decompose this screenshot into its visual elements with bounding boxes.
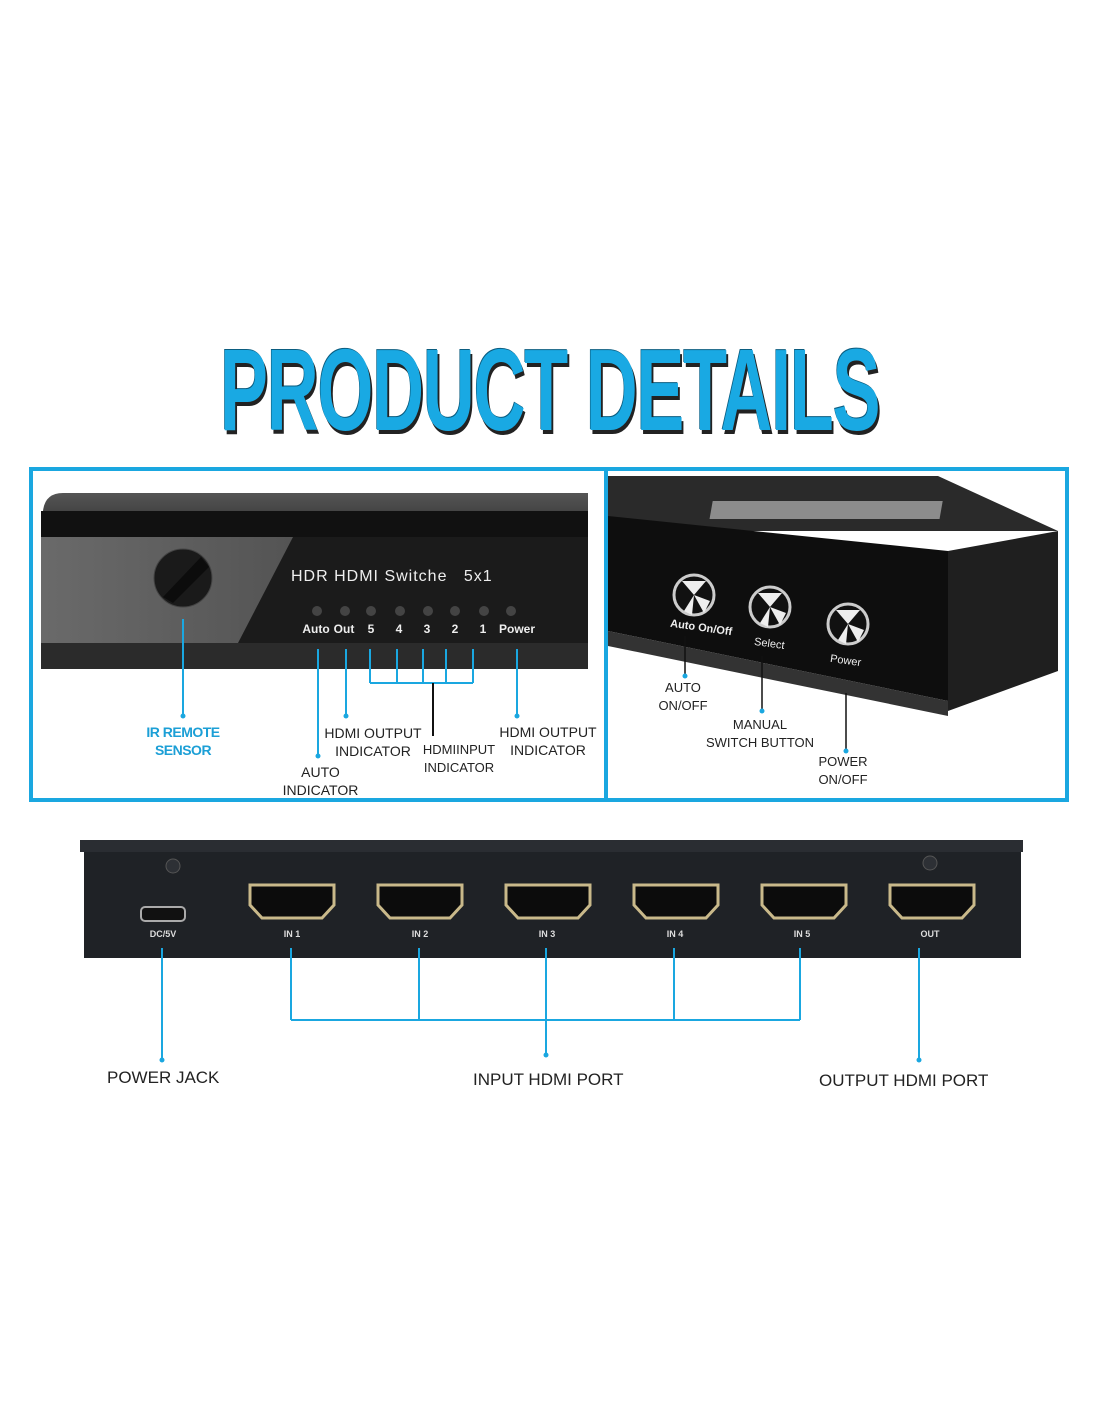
led-label: Power	[498, 622, 535, 636]
port-label-in4: IN 4	[666, 929, 684, 939]
led-labels: Auto Out 5 4 3 2 1 Power	[301, 622, 537, 636]
led-label: Auto	[302, 622, 330, 636]
led-label: 2	[451, 622, 459, 636]
led-label: 1	[479, 622, 487, 636]
port-label-in5: IN 5	[793, 929, 811, 939]
page-title: PRODUCT DETAILS	[220, 325, 881, 455]
power-jack-callout: POWER JACK	[107, 1068, 220, 1087]
model-label: HDR HDMI Switche 5x1	[291, 568, 493, 585]
output-hdmi-port-callout: OUTPUT HDMI PORT	[819, 1071, 989, 1090]
led-label: 4	[395, 622, 403, 636]
led-label: 3	[423, 622, 431, 636]
front-panel-view: HDR HDMI Switche 5x1 Auto Out 5 4 3 2 1 …	[29, 467, 608, 802]
port-label-out: OUT	[920, 929, 940, 939]
port-label-dc: DC/5V	[149, 929, 177, 939]
side-device-illustration	[608, 476, 1058, 754]
front-device-illustration	[41, 493, 588, 759]
port-label-in3: IN 3	[538, 929, 556, 939]
input-hdmi-port-callout: INPUT HDMI PORT	[473, 1070, 624, 1089]
port-label-in2: IN 2	[411, 929, 429, 939]
port-label-in1: IN 1	[283, 929, 301, 939]
led-label: Out	[333, 622, 355, 636]
led-label: 5	[367, 622, 375, 636]
